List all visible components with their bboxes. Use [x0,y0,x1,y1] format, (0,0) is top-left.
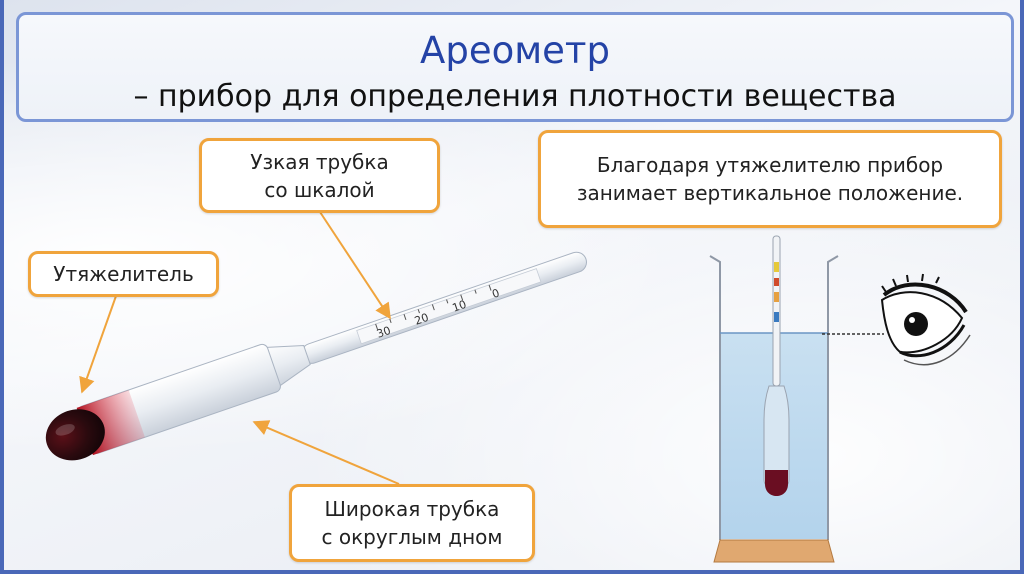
callout-weight-line1: Утяжелитель [53,262,194,286]
callout-vertical-line1: Благодаря утяжелителю прибор [596,153,944,177]
page-subtitle: – прибор для определения плотности вещес… [133,79,897,114]
arrow-wide-tube [252,420,400,485]
callout-vertical: Благодаря утяжелителю прибор занимает ве… [538,130,1002,228]
weight-bulb [45,409,105,461]
page-title: Ареометр [420,29,610,72]
callout-narrow-tube-line2: со шкалой [264,177,375,202]
scale-label-30: 30 [375,324,392,341]
scale-label-20: 20 [413,311,430,328]
arrow-narrow-tube [319,211,391,320]
callout-weight: Утяжелитель [28,251,219,297]
callout-wide-tube-line1: Широкая трубка [324,497,500,521]
callout-wide-tube: Широкая трубка с округлым дном [289,484,535,562]
callout-narrow-tube: Узкая трубка со шкалой [199,138,440,213]
callout-wide-tube-line2: с округлым дном [321,525,503,549]
scale-label-10: 10 [451,298,468,315]
hydrometer-vertical [763,235,790,496]
vertical-weight [765,470,788,496]
eye-icon [880,273,971,366]
callout-narrow-tube-line1: Узкая трубка [250,149,389,174]
arrow-weight [79,295,117,394]
hydrometer-left: 30 20 10 0 [45,251,587,461]
cylinder-base [713,539,835,563]
callout-vertical-line2: занимает вертикальное положение. [576,181,964,205]
diagram-art: 30 20 10 0 [45,211,971,563]
scale-label-0: 0 [490,286,501,301]
title-box: Ареометр – прибор для определения плотно… [16,12,1014,122]
